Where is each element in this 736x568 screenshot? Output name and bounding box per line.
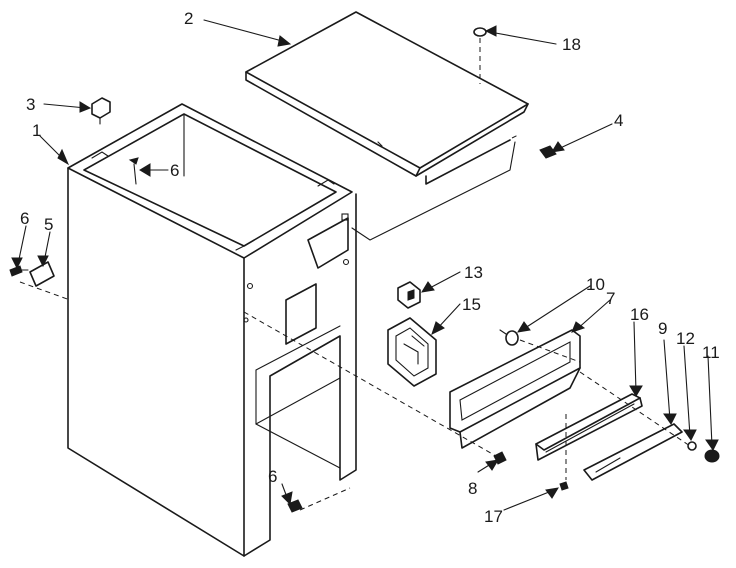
- part-strip-9: [583, 423, 683, 481]
- part-switch-13: [397, 281, 421, 309]
- callout-6-top: 6: [170, 161, 179, 180]
- leader-lines: [11, 19, 719, 511]
- callout-labels: 2 3 1 18 4 6 6 5 13 15 10 7 16 9 12 11 8…: [20, 9, 720, 526]
- part-cabinet-shell: [67, 103, 357, 557]
- callout-9: 9: [658, 319, 667, 338]
- callout-17: 17: [484, 507, 503, 526]
- part-plate: [29, 261, 55, 287]
- callout-11: 11: [702, 343, 720, 362]
- callout-7: 7: [606, 289, 615, 308]
- part-control-panel-7: [449, 329, 581, 449]
- callout-6-bottom: 6: [268, 467, 277, 486]
- callout-1: 1: [32, 121, 41, 140]
- callout-10: 10: [586, 275, 605, 294]
- part-knob-11: [704, 449, 720, 463]
- callout-4: 4: [614, 111, 623, 130]
- callout-8: 8: [468, 479, 477, 498]
- screw-6-left: [9, 265, 29, 277]
- part-clip: [91, 97, 111, 125]
- callout-5: 5: [44, 215, 53, 234]
- callout-12: 12: [676, 329, 695, 348]
- part-plug-18: [473, 27, 487, 84]
- callout-15: 15: [462, 295, 481, 314]
- callout-3: 3: [26, 95, 35, 114]
- callout-16: 16: [630, 305, 649, 324]
- callout-13: 13: [464, 263, 483, 282]
- part-thermostat-15: [387, 317, 437, 387]
- part-nut-12: [687, 441, 697, 451]
- part-bezel-16: [535, 393, 643, 461]
- screw-4: [539, 145, 557, 159]
- screw-6-top: [128, 157, 139, 185]
- assembly-lines: [19, 281, 691, 511]
- part-top-panel: [245, 11, 529, 241]
- callout-18: 18: [562, 35, 581, 54]
- screw-6-bottom: [287, 499, 303, 513]
- callout-6-left: 6: [20, 209, 29, 228]
- screw-17: [559, 414, 569, 491]
- callout-2: 2: [184, 9, 193, 28]
- part-knob-10: [499, 329, 519, 346]
